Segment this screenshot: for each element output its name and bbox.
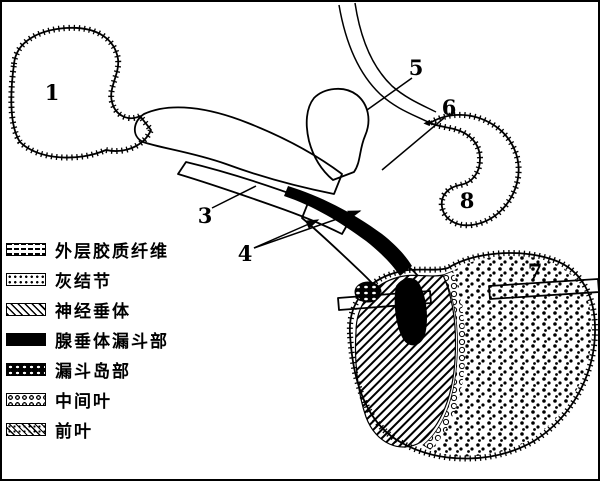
legend: 外层胶质纤维 灰结节 神经垂体 腺垂体漏斗部 漏斗岛部 中间叶 前叶 [6, 234, 169, 444]
callout-4: 4 [238, 241, 253, 266]
ventricle-wall-inner-curve [354, 2, 437, 113]
legend-label: 外层胶质纤维 [55, 241, 169, 261]
gray-tuber-stalk [133, 106, 343, 195]
region-8-tick-border [423, 111, 522, 229]
legend-swatch-tuber-cinereum [6, 272, 46, 286]
callout-6: 6 [442, 95, 457, 120]
legend-row: 外层胶质纤维 [6, 234, 169, 264]
legend-label: 漏斗岛部 [55, 361, 131, 381]
posterior-lobe-region [354, 274, 457, 448]
gray-tuber-upper-blob [305, 88, 370, 181]
legend-row: 腺垂体漏斗部 [6, 324, 169, 354]
leader-line-3 [211, 185, 257, 209]
leader-line-5 [366, 77, 413, 111]
gland-outline [349, 252, 596, 460]
legend-row: 前叶 [6, 414, 169, 444]
legend-swatch-intermediate-lobe [6, 392, 46, 406]
region-8-pocket [429, 114, 520, 227]
legend-label: 神经垂体 [55, 301, 131, 321]
legend-row: 神经垂体 [6, 294, 169, 324]
diaphragm-bar-left [337, 290, 432, 311]
legend-swatch-anterior-lobe [6, 422, 46, 436]
legend-label: 腺垂体漏斗部 [55, 331, 169, 351]
legend-row: 灰结节 [6, 264, 169, 294]
callout-1: 1 [45, 80, 60, 105]
neurohypophysis-band [177, 161, 351, 235]
legend-swatch-neurohypophysis [6, 302, 46, 316]
adenohypophysis-infundibular-band [284, 186, 412, 276]
ventricle-wall-outer-curve [338, 4, 431, 124]
legend-row: 漏斗岛部 [6, 354, 169, 384]
adenohypophysis-entrance-band [394, 277, 427, 346]
anterior-lobe-region [429, 255, 593, 457]
region-1-blob [10, 27, 152, 159]
infundibular-islet-blob [354, 281, 382, 303]
leader-arrow-4a [253, 219, 320, 249]
callout-8: 8 [460, 188, 475, 213]
callout-3: 3 [198, 203, 213, 228]
leader-line-6 [381, 117, 445, 171]
legend-label: 前叶 [55, 421, 93, 441]
region-1-tick-border [8, 24, 155, 161]
legend-row: 中间叶 [6, 384, 169, 414]
legend-label: 中间叶 [55, 391, 112, 411]
callout-7: 7 [528, 259, 543, 284]
callout-5: 5 [409, 55, 424, 80]
diaphragm-bar-right [488, 278, 598, 300]
leader-arrow-4b [253, 210, 362, 249]
legend-swatch-adenohypophysis-infundibulum [6, 332, 46, 346]
legend-swatch-infundibular-islets [6, 362, 46, 376]
legend-swatch-outer-glial-fibers [6, 242, 46, 256]
legend-label: 灰结节 [55, 271, 112, 291]
